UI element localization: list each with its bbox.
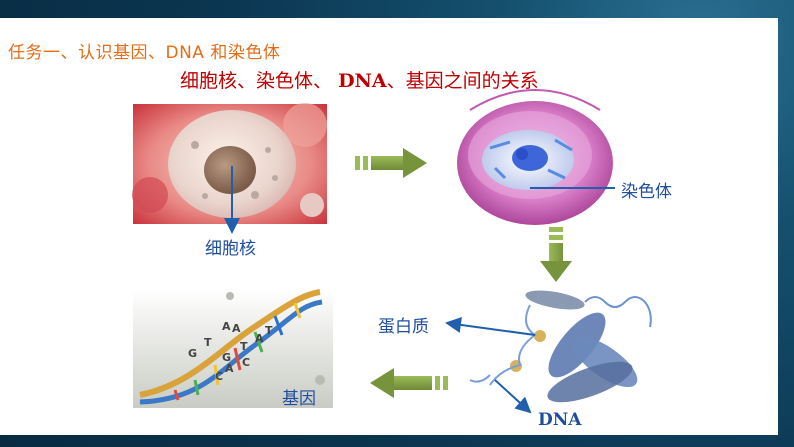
dna-letter: C (242, 356, 250, 369)
dna-letter: T (240, 340, 248, 353)
label-gene: 基因 (282, 389, 316, 409)
dna-letter: C (215, 370, 223, 383)
label-chromosome: 染色体 (621, 182, 672, 202)
cell-image (132, 103, 327, 224)
dna-letter: A (222, 320, 231, 333)
dna-helix-image (133, 289, 333, 408)
label-dna: DNA (538, 410, 582, 430)
content-panel (0, 18, 778, 435)
protein-pointer (445, 316, 536, 336)
label-nucleus: 细胞核 (205, 239, 256, 259)
dna-pointer (494, 379, 532, 414)
slide-subtitle: 细胞核、染色体、 DNA、基因之间的关系 (180, 66, 539, 93)
subtitle-part1: 细胞核、染色体、 (180, 70, 333, 92)
arrow-right-icon (355, 148, 427, 178)
subtitle-part2: 、基因之间的关系 (386, 70, 539, 92)
dna-letter: G (222, 351, 231, 364)
nucleus-image (457, 89, 613, 225)
subtitle-dna: DNA (338, 70, 387, 92)
arrow-left-icon (370, 368, 448, 398)
dna-letter: A (255, 332, 264, 345)
dna-letter: A (225, 362, 234, 375)
chromosome-structure-image (469, 290, 652, 403)
dna-letter: G (188, 347, 197, 360)
label-protein: 蛋白质 (378, 317, 429, 337)
dna-letter: A (232, 322, 241, 335)
dna-letter: T (204, 336, 212, 349)
task-title: 任务一、认识基因、DNA 和染色体 (8, 43, 281, 63)
arrow-down-icon (540, 227, 572, 282)
dna-letter: T (265, 324, 273, 337)
